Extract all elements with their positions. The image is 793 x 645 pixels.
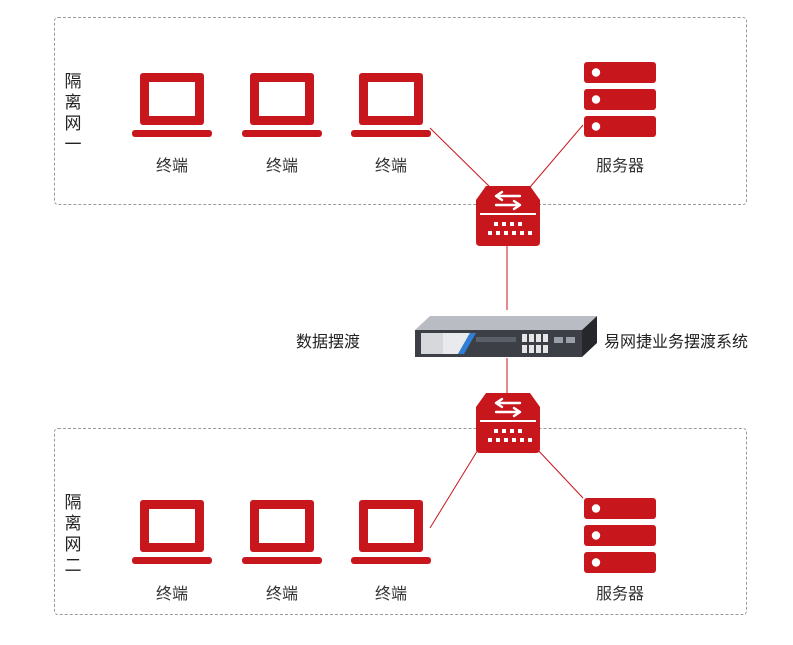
data-ferry-label: 数据摆渡	[296, 332, 361, 351]
zone2-label: 隔离网二	[64, 493, 82, 576]
appliance-icon	[415, 316, 597, 357]
server-icon	[584, 498, 656, 573]
link-terminal3-switch1	[429, 127, 497, 194]
terminal-label: 终端	[374, 584, 408, 603]
link-switch2-terminal3	[429, 439, 485, 529]
zone1-label: 隔离网一	[64, 72, 82, 155]
isolated-network-2-zone	[54, 428, 747, 615]
laptop-icon	[132, 73, 212, 137]
terminal-label: 终端	[155, 156, 189, 175]
appliance-name-label: 易网捷业务摆渡系统	[604, 332, 749, 351]
server-icon	[584, 62, 656, 137]
terminal-label: 终端	[265, 584, 299, 603]
laptop-icon	[242, 500, 322, 564]
link-server1-switch1	[524, 124, 584, 194]
isolated-network-1-zone	[54, 17, 747, 205]
laptop-icon	[351, 73, 431, 137]
switch-icon	[474, 391, 542, 455]
switch-icon	[474, 184, 542, 248]
link-switch2-server2	[535, 447, 584, 499]
terminal-label: 终端	[155, 584, 189, 603]
laptop-icon	[351, 500, 431, 564]
server-label: 服务器	[595, 584, 645, 603]
laptop-icon	[132, 500, 212, 564]
laptop-icon	[242, 73, 322, 137]
terminal-label: 终端	[265, 156, 299, 175]
terminal-label: 终端	[374, 156, 408, 175]
server-label: 服务器	[595, 156, 645, 175]
